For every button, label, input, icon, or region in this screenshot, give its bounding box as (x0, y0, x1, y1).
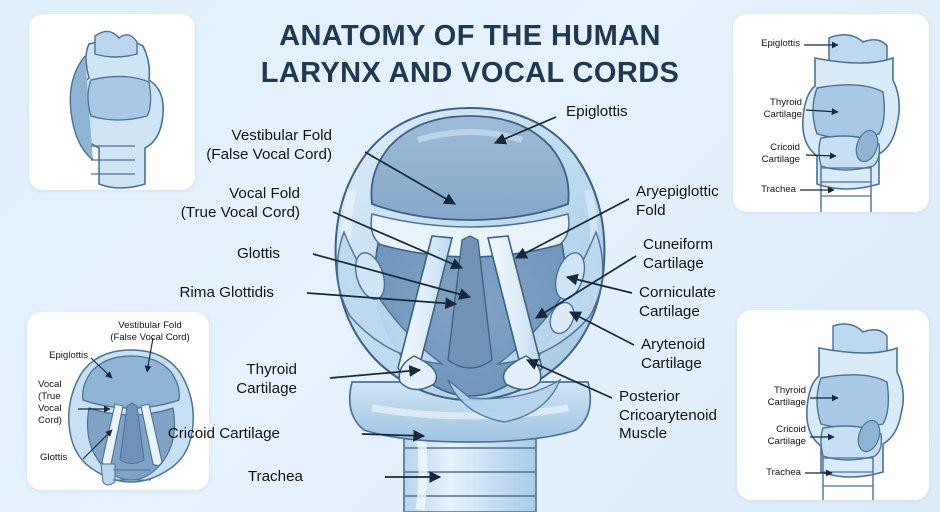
inset-art-top-right (801, 34, 901, 212)
inset-art-bottom-left (68, 349, 194, 486)
larynx-sagittal-shape (801, 34, 901, 212)
larynx-body-group (334, 106, 606, 512)
larynx-lateral-shape (805, 323, 905, 500)
larynx-anterior-oblique-shape (69, 30, 165, 189)
larynx-superior-small-shape (68, 349, 194, 486)
inset-art-top-left (69, 30, 165, 189)
inset-art-bottom-right (805, 323, 905, 500)
